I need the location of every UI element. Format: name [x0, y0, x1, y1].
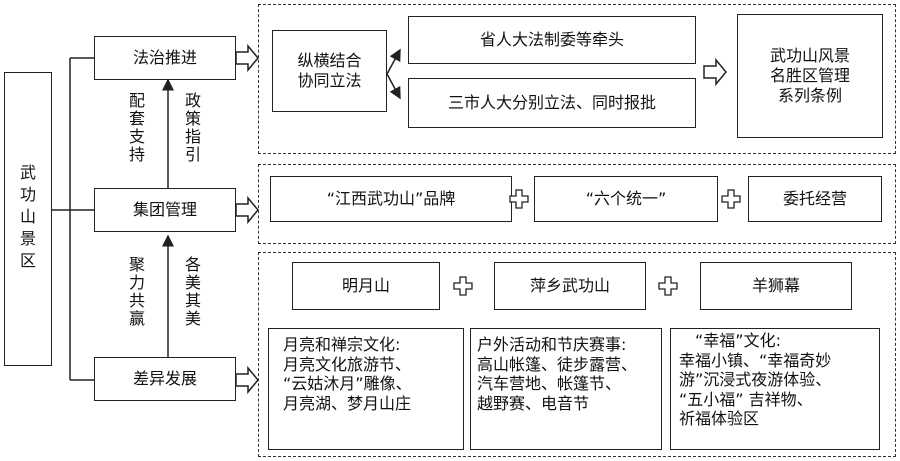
- node-group: 集团管理: [94, 188, 236, 232]
- area-pingxiang-box: 萍乡武功山: [494, 262, 646, 310]
- joint-legislation-label: 纵横结合 协同立法: [297, 51, 362, 90]
- detail-line: 高山帐篷、徒步露营、: [477, 354, 638, 374]
- node-law: 法治推进: [94, 36, 236, 80]
- detail-line: 越野赛、电音节: [477, 393, 590, 413]
- detail-line: “五小福” 吉祥物、: [679, 389, 813, 409]
- provincial-lead-label: 省人大法制委等牵头: [479, 30, 624, 49]
- area-yangshimu-label: 羊狮幕: [751, 276, 800, 295]
- label-support-left: 配套支持: [126, 92, 145, 164]
- group-section: [258, 164, 896, 244]
- diff-section: [258, 252, 896, 457]
- detail-line: 幸福小镇、“幸福奇妙: [679, 350, 832, 370]
- detail-line: 月亮和禅宗文化:: [283, 335, 401, 354]
- area-pingxiang-label: 萍乡武功山: [529, 276, 610, 295]
- plus-icon: [509, 189, 529, 209]
- city-legislation-label: 三市人大分别立法、同时报批: [447, 93, 656, 112]
- split-arrow-top: [386, 48, 401, 75]
- regulation-result-label: 武功山风景 名胜区管理 系列条例: [769, 46, 850, 105]
- regulation-result-box: 武功山风景 名胜区管理 系列条例: [737, 14, 883, 138]
- six-unify-box: “六个统一”: [534, 176, 718, 222]
- detail-line: “云姑沐月”雕像、: [283, 374, 412, 394]
- node-diff-label: 差异发展: [132, 369, 197, 388]
- entrust-label: 委托经营: [782, 189, 847, 208]
- detail-line: 汽车营地、帐篷节、: [477, 374, 622, 394]
- detail-line: 游”沉浸式夜游体验、: [679, 370, 832, 390]
- detail-line: 祈福体验区: [679, 409, 760, 429]
- label-lower-left: 聚力共赢: [126, 256, 145, 328]
- brand-box: “江西武功山”品牌: [270, 176, 512, 222]
- provincial-lead-box: 省人大法制委等牵头: [408, 16, 696, 64]
- block-arrow-diff: [235, 365, 259, 395]
- split-arrow-bottom: [386, 73, 401, 100]
- label-support-right: 政策指引: [182, 92, 201, 164]
- node-law-label: 法治推进: [132, 48, 197, 67]
- detail-line: “幸福”文化:: [695, 331, 781, 350]
- law-section: [258, 4, 896, 154]
- label-lower-right: 各美其美: [182, 256, 201, 328]
- entrust-box: 委托经营: [748, 176, 882, 222]
- detail-line: 月亮湖、梦月山庄: [283, 393, 412, 413]
- detail-line: 户外活动和节庆赛事:: [477, 335, 627, 354]
- plus-icon: [453, 276, 473, 296]
- detail-yangshimu: “幸福”文化: 幸福小镇、“幸福奇妙 游”沉浸式夜游体验、 “五小福” 吉祥物、…: [670, 328, 880, 450]
- plus-icon: [658, 276, 678, 296]
- joint-legislation-box: 纵横结合 协同立法: [272, 30, 387, 112]
- block-arrow-result: [703, 57, 727, 87]
- block-arrow-law: [235, 43, 259, 73]
- city-legislation-box: 三市人大分别立法、同时报批: [408, 78, 696, 128]
- root-node: 武功山景区: [4, 72, 52, 366]
- detail-line: 月亮文化旅游节、: [283, 354, 412, 374]
- area-yangshimu-box: 羊狮幕: [700, 262, 852, 310]
- six-unify-label: “六个统一”: [585, 189, 667, 208]
- root-label: 武功山景区: [17, 164, 36, 274]
- node-group-label: 集团管理: [132, 200, 197, 219]
- node-diff: 差异发展: [94, 357, 236, 401]
- detail-pingxiang: 户外活动和节庆赛事: 高山帐篷、徒步露营、 汽车营地、帐篷节、 越野赛、电音节: [470, 328, 662, 450]
- brand-label: “江西武功山”品牌: [326, 189, 456, 208]
- area-mingyue-label: 明月山: [341, 276, 390, 295]
- detail-mingyue: 月亮和禅宗文化: 月亮文化旅游节、 “云姑沐月”雕像、 月亮湖、梦月山庄: [268, 328, 464, 450]
- area-mingyue-box: 明月山: [292, 262, 440, 310]
- plus-icon: [721, 189, 741, 209]
- block-arrow-group: [235, 195, 259, 225]
